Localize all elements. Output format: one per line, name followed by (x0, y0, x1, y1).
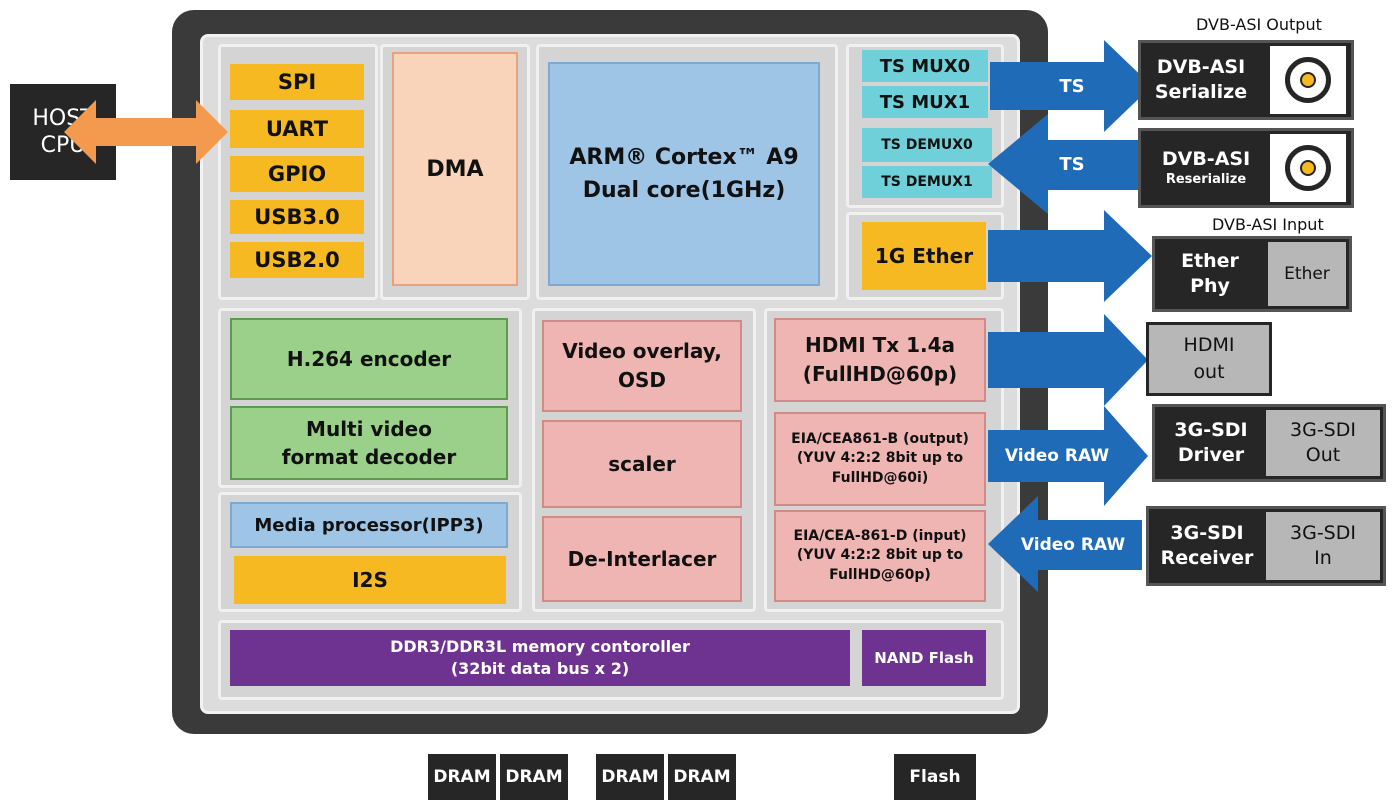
eia-out-line3: FullHD@60i) (831, 469, 929, 486)
memory-line1: DDR3/DDR3L memory contoroller (390, 636, 690, 656)
arm-line1: ARM® Cortex™ A9 (569, 145, 799, 170)
video-raw-out-label: Video RAW (1004, 446, 1110, 466)
asi-reserialize-line2: Reserialize (1165, 171, 1247, 187)
hdmi-tx-line2: (FullHD@60p) (802, 362, 958, 386)
ts-demux0-block: TS DEMUX0 (862, 128, 992, 162)
video-raw-out-arrow (988, 406, 1148, 506)
asi-reserialize-line1: DVB-ASI (1161, 148, 1251, 171)
ts-mux1-block: TS MUX1 (862, 86, 988, 118)
usb2-block: USB2.0 (230, 242, 364, 278)
video-overlay-block: Video overlay, OSD (542, 320, 742, 412)
eia-input-block: EIA/CEA-861-D (input) (YUV 4:2:2 8bit up… (774, 510, 986, 602)
asi-serialize-line2: Serialize (1154, 81, 1248, 103)
spi-block: SPI (230, 64, 364, 100)
sdi-in-port-box: 3G-SDI In (1266, 512, 1380, 580)
uart-block: UART (230, 110, 364, 148)
nand-flash-block: NAND Flash (862, 630, 986, 686)
sdi-driver-line1: 3G-SDI (1174, 419, 1248, 442)
ether-arrow (988, 210, 1152, 302)
sdi-out-port-box: 3G-SDI Out (1266, 410, 1380, 476)
eia-in-line2: (YUV 4:2:2 8bit up to (796, 547, 964, 564)
dram-chip-3: DRAM (596, 754, 664, 800)
hdmi-out-line1: HDMI (1183, 334, 1235, 357)
memory-controller-block: DDR3/DDR3L memory contoroller (32bit dat… (230, 630, 850, 686)
gpio-block: GPIO (230, 156, 364, 192)
asi-input-caption: DVB-ASI Input (1212, 215, 1324, 234)
hdmi-tx-block: HDMI Tx 1.4a (FullHD@60p) (774, 318, 986, 402)
sdi-in-line1: 3G-SDI (1290, 522, 1356, 545)
video-decoder-block: Multi video format decoder (230, 406, 508, 480)
decoder-line2: format decoder (281, 445, 457, 469)
ts-demux1-block: TS DEMUX1 (862, 166, 992, 198)
dma-block: DMA (392, 52, 518, 286)
flash-chip: Flash (894, 754, 976, 800)
hdmi-arrow (988, 314, 1148, 406)
scaler-block: scaler (542, 420, 742, 508)
media-processor-block: Media processor(IPP3) (230, 502, 508, 548)
arm-line2: Dual core(1GHz) (582, 178, 786, 203)
sdi-receiver-line2: Receiver (1160, 547, 1254, 569)
decoder-line1: Multi video (306, 417, 432, 441)
sdi-out-line2: Out (1305, 444, 1341, 466)
host-double-arrow (64, 100, 228, 164)
sdi-driver-line2: Driver (1177, 444, 1245, 466)
asi-serialize-line1: DVB-ASI (1156, 56, 1246, 79)
dram-chip-2: DRAM (500, 754, 568, 800)
video-raw-in-label: Video RAW (1020, 535, 1126, 555)
sdi-out-line1: 3G-SDI (1290, 419, 1356, 442)
h264-encoder-block: H.264 encoder (230, 318, 508, 400)
ts-in-label: TS (1059, 153, 1085, 175)
hdmi-tx-line1: HDMI Tx 1.4a (804, 333, 956, 357)
ether-port-box: Ether (1268, 242, 1346, 306)
eia-out-line1: EIA/CEA861-B (output) (791, 430, 969, 447)
ether-phy-line2: Phy (1190, 275, 1230, 297)
bnc-connector-out-icon (1270, 46, 1346, 114)
overlay-line1: Video overlay, (562, 339, 722, 363)
overlay-line2: OSD (617, 368, 666, 392)
hdmi-out-line2: out (1193, 361, 1225, 383)
dram-chip-1: DRAM (428, 754, 496, 800)
arm-cpu-block: ARM® Cortex™ A9 Dual core(1GHz) (548, 62, 820, 286)
video-raw-in-arrow (988, 496, 1142, 592)
ts-out-label: TS (1059, 75, 1085, 97)
ts-mux0-block: TS MUX0 (862, 50, 988, 82)
eia-out-line2: (YUV 4:2:2 8bit up to (796, 450, 964, 467)
usb3-block: USB3.0 (230, 200, 364, 234)
bnc-connector-in-icon (1270, 134, 1346, 202)
eia-output-block: EIA/CEA861-B (output) (YUV 4:2:2 8bit up… (774, 412, 986, 506)
hdmi-out-box: HDMI out (1146, 322, 1272, 396)
dram-chip-4: DRAM (668, 754, 736, 800)
ts-in-arrow (988, 114, 1140, 214)
memory-line2: (32bit data bus x 2) (450, 659, 630, 678)
ts-out-arrow (990, 40, 1152, 132)
eia-in-line1: EIA/CEA-861-D (input) (793, 527, 967, 544)
eia-in-line3: FullHD@60p) (829, 566, 931, 583)
sdi-in-line2: In (1314, 547, 1332, 569)
i2s-block: I2S (234, 556, 506, 604)
ether-block: 1G Ether (862, 222, 986, 290)
sdi-receiver-line1: 3G-SDI (1170, 522, 1244, 545)
ether-phy-line1: Ether (1181, 250, 1239, 273)
asi-output-caption: DVB-ASI Output (1196, 15, 1322, 34)
deinterlacer-block: De-Interlacer (542, 516, 742, 602)
